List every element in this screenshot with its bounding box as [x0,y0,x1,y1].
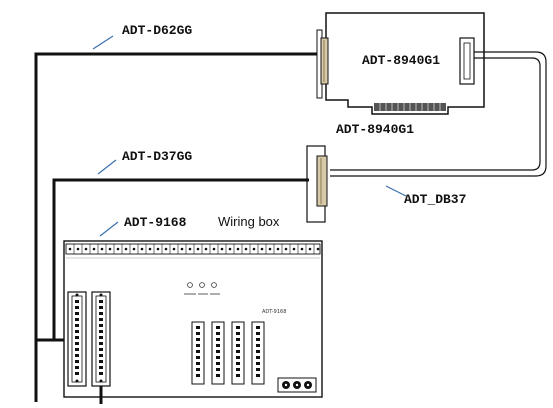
adt-8940g1-card: ADT-8940G1 [316,12,485,115]
db37-bracket [306,145,328,223]
pointer-9168-icon [99,221,119,237]
idc-header-2-icon [211,321,225,385]
board-db37-connector-icon [91,291,111,387]
board-db62-connector-icon [67,291,87,387]
card-caption: ADT-8940G1 [336,122,414,137]
card-name: ADT-8940G1 [362,53,440,68]
idc-header-4-icon [251,321,265,385]
led-cluster-icon [184,282,220,295]
power-terminal-icon [277,377,317,393]
label-adt-9168: ADT-9168 [124,215,187,230]
pointer-d37gg-icon [97,159,117,175]
pointer-d62gg-icon [92,35,114,50]
cable-adt-db37 [330,51,547,177]
label-adt-db37: ADT_DB37 [404,192,466,207]
label-wiring-box: Wiring box [218,214,280,229]
pointer-db37-icon [385,185,407,197]
label-adt-d37gg: ADT-D37GG [122,149,192,164]
top-terminal-block-icon [65,243,321,255]
label-adt-d62gg: ADT-D62GG [122,23,192,38]
idc-header-1-icon [191,321,205,385]
board-silkscreen: ADT-9168 [262,309,286,315]
db37-connector-icon [316,155,328,207]
idc-header-3-icon [231,321,245,385]
adt-9168-board: ADT-9168 [63,240,323,404]
cable-d37gg [52,178,309,342]
